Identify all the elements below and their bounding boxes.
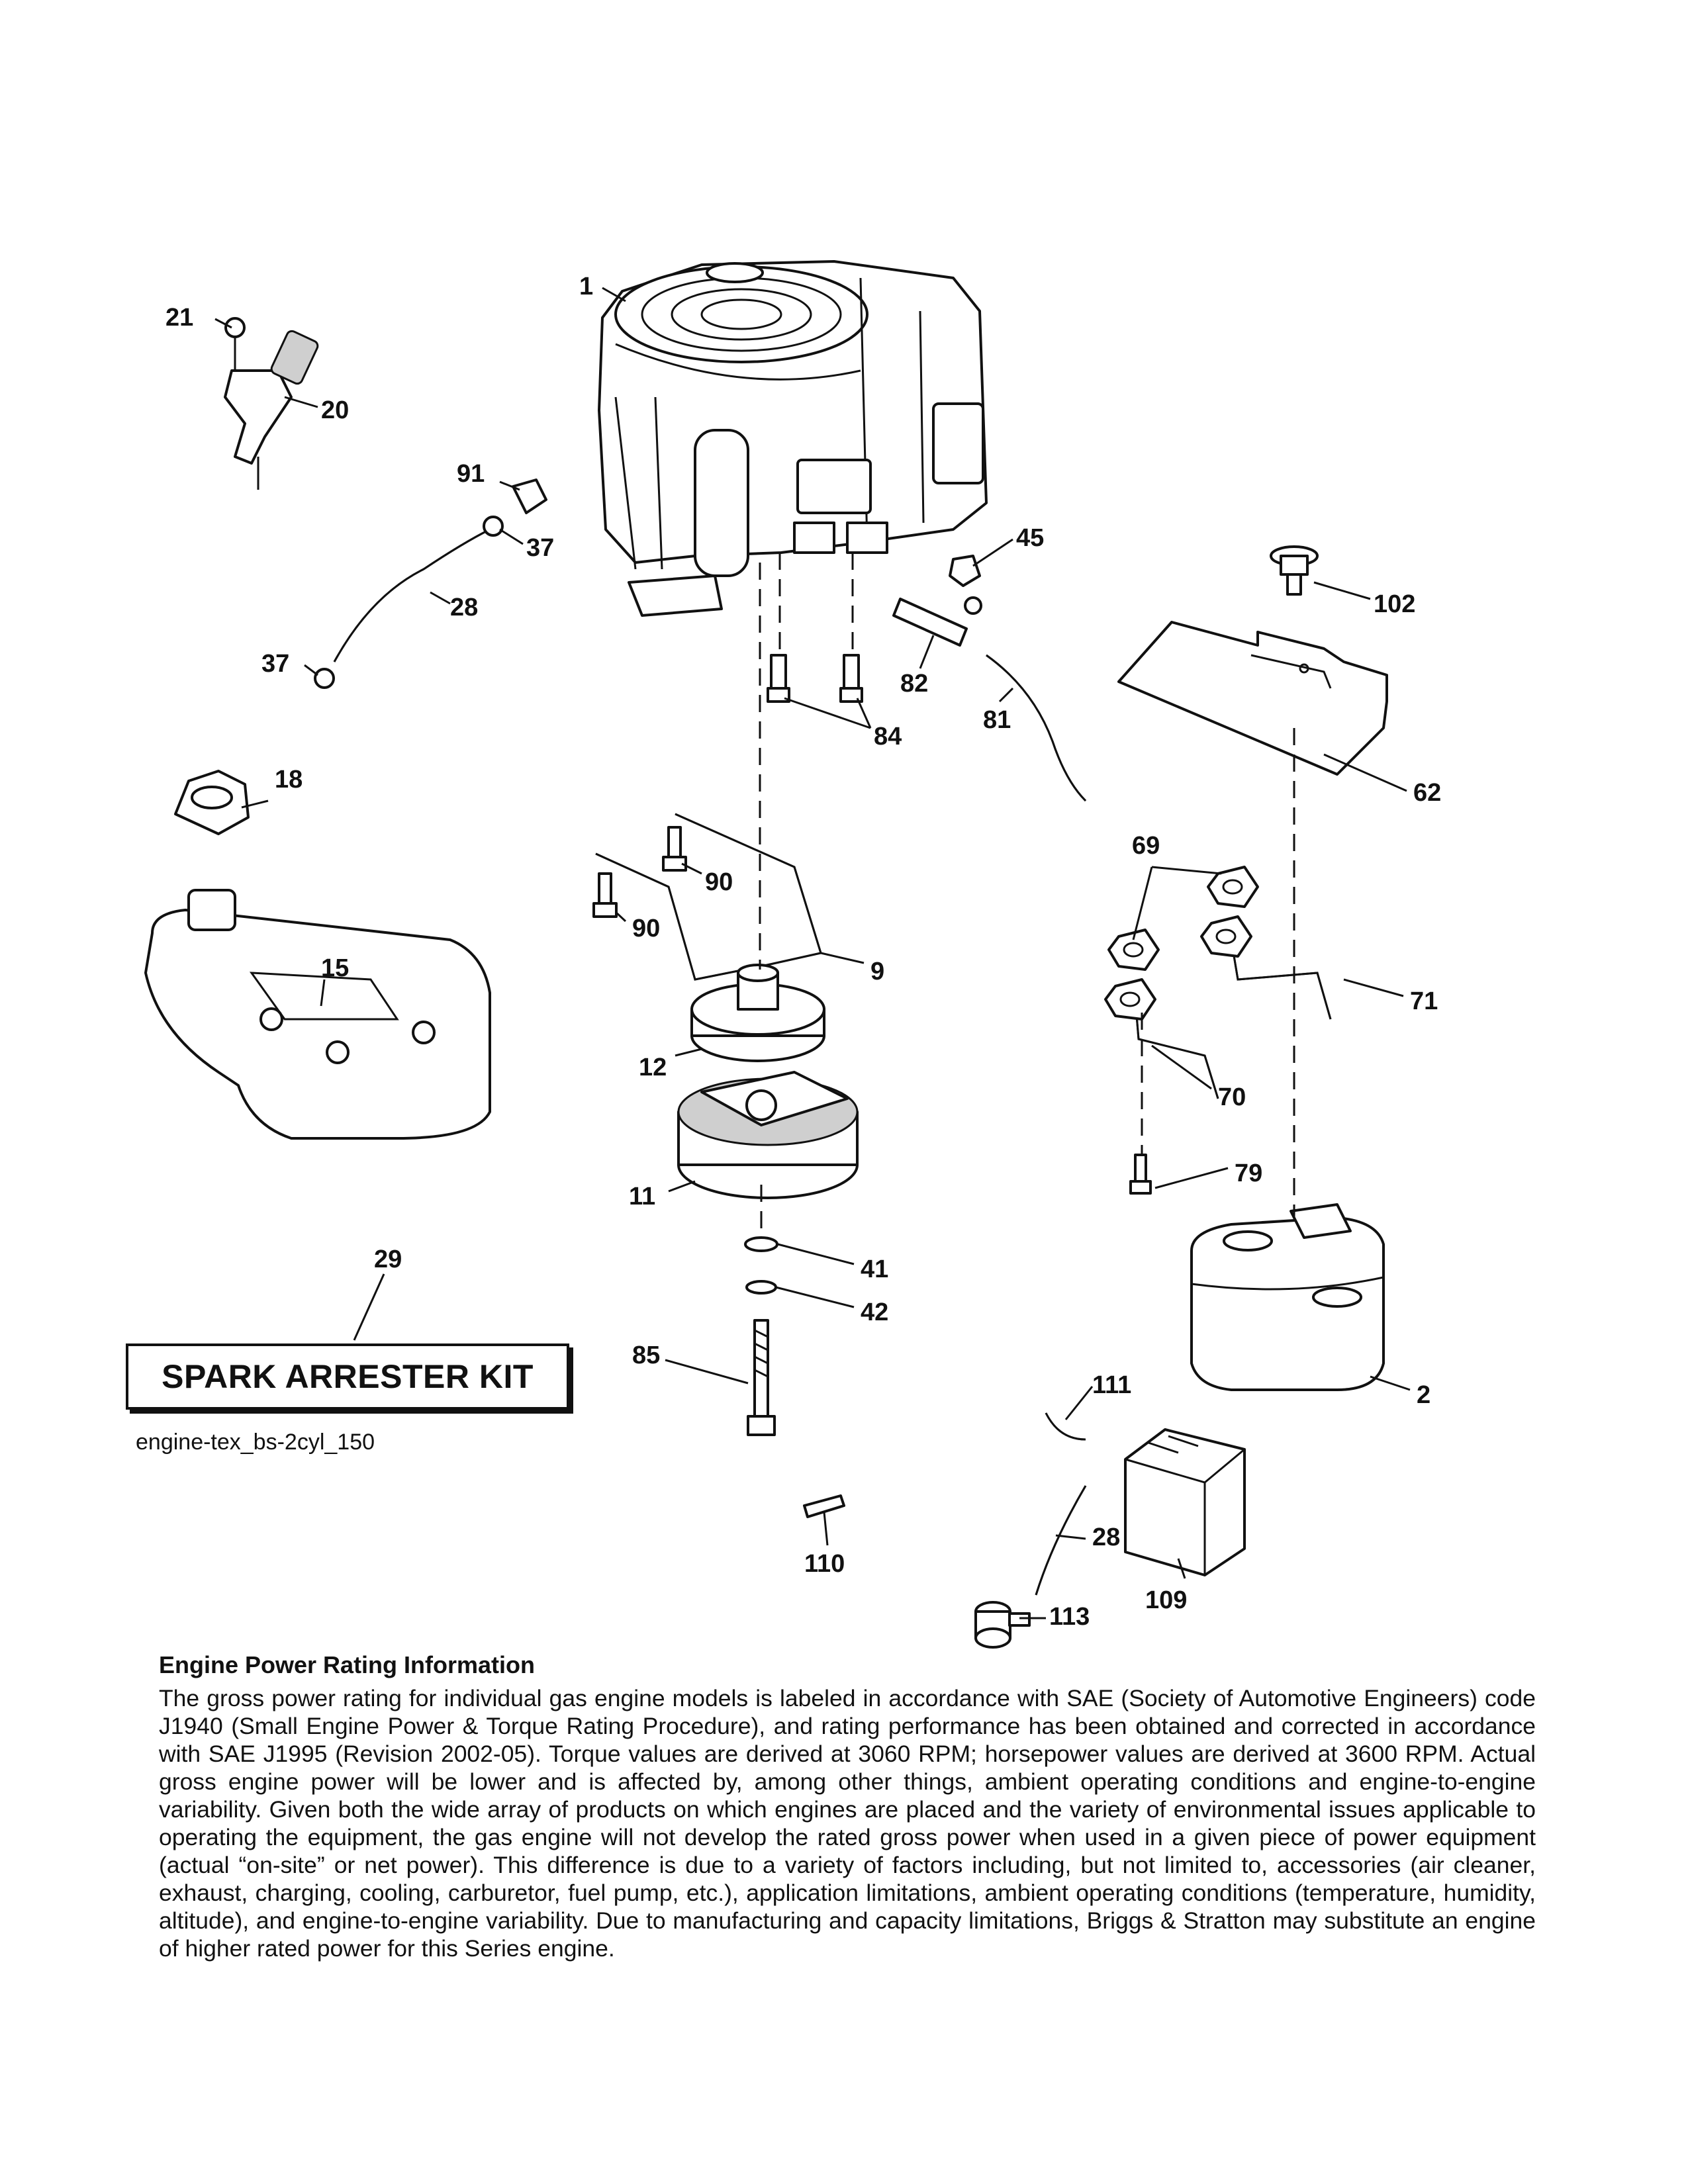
bracket-9-part: [595, 813, 822, 981]
callout-20: 20: [321, 396, 349, 424]
callout-15: 15: [321, 954, 349, 982]
screw-90-part: [592, 826, 687, 918]
spark-arrester-kit-label: SPARK ARRESTER KIT: [162, 1358, 534, 1395]
exhaust-pipe-71-part: [1200, 915, 1332, 1020]
engine-part: [598, 260, 988, 617]
washer-42-part: [745, 1280, 777, 1295]
callout-111: 111: [1092, 1371, 1131, 1399]
pulley-12-part: [690, 964, 825, 1062]
callout-28-lower: 28: [1092, 1524, 1120, 1551]
callout-82: 82: [900, 670, 928, 698]
callout-37-upper: 37: [526, 534, 554, 562]
callout-18: 18: [275, 766, 303, 794]
throttle-control-part: [224, 330, 319, 490]
callout-81: 81: [983, 706, 1011, 734]
screw-21-part: [224, 317, 246, 371]
fuel-cap-18-part: [174, 770, 250, 835]
callout-79: 79: [1235, 1160, 1262, 1187]
clamp-37-part: [314, 516, 504, 689]
hose-81-part: [986, 654, 1087, 802]
callout-90-upper: 90: [705, 868, 733, 896]
callout-70: 70: [1218, 1083, 1246, 1111]
callout-102: 102: [1374, 590, 1415, 618]
callout-29: 29: [374, 1246, 402, 1273]
diagram-id-label: engine-tex_bs-2cyl_150: [136, 1430, 375, 1455]
callout-45: 45: [1016, 524, 1044, 552]
callout-21: 21: [165, 304, 193, 332]
gasket-69-part: [1107, 866, 1259, 971]
callout-110: 110: [804, 1550, 845, 1578]
fitting-82-part: [892, 596, 982, 647]
callout-42: 42: [861, 1298, 888, 1326]
fuel-line-28-lower-part: [1035, 1485, 1087, 1596]
callout-1: 1: [579, 273, 593, 300]
callout-91: 91: [457, 460, 485, 488]
screw-79-part: [1129, 1154, 1152, 1195]
callout-labels: 1 21 20 91 37 28 37 45 82 81 84 102 62 1…: [165, 273, 1441, 1631]
hose-111-part: [1045, 1412, 1086, 1441]
callout-28-upper: 28: [450, 594, 478, 621]
rating-body: The gross power rating for individual ga…: [159, 1685, 1536, 1962]
callout-37-lower: 37: [261, 650, 289, 678]
leader-lines: [214, 287, 1411, 1619]
callout-84: 84: [874, 723, 902, 751]
pto-clutch-11-part: [677, 1071, 859, 1199]
elbow-fitting-91-part: [512, 478, 547, 514]
callout-113: 113: [1049, 1603, 1090, 1631]
spark-arrester-kit-box: SPARK ARRESTER KIT: [126, 1343, 569, 1410]
nut-45-part: [949, 555, 981, 587]
callout-71: 71: [1410, 987, 1438, 1015]
muffler-2-part: [1190, 1203, 1385, 1391]
fuel-line-28-part: [333, 528, 491, 662]
connector-110-part: [803, 1494, 845, 1518]
heat-shield-62-part: [1117, 621, 1388, 776]
screw-84-part: [767, 654, 863, 703]
fuel-filter-109-part: [1124, 1428, 1246, 1576]
callout-62: 62: [1413, 779, 1441, 807]
shutoff-valve-113-part: [974, 1601, 1031, 1649]
callout-85: 85: [632, 1342, 660, 1369]
callout-90-lower: 90: [632, 915, 660, 942]
center-lines: [759, 553, 1295, 1238]
washer-41-part: [744, 1236, 778, 1252]
callout-109: 109: [1145, 1586, 1187, 1614]
callout-2: 2: [1417, 1381, 1430, 1409]
callout-41: 41: [861, 1255, 888, 1283]
rating-title: Engine Power Rating Information: [159, 1651, 536, 1678]
knob-102-part: [1270, 545, 1319, 596]
callout-12: 12: [639, 1054, 667, 1081]
callout-11: 11: [629, 1183, 655, 1210]
exhaust-pipe-70-part: [1104, 978, 1219, 1099]
bolt-85-part: [747, 1319, 776, 1436]
fuel-tank-15-part: [144, 889, 491, 1140]
callout-69: 69: [1132, 832, 1160, 860]
parts-diagram: 1 21 20 91 37 28 37 45 82 81 84 102 62 1…: [144, 260, 1441, 1649]
callout-9: 9: [870, 958, 884, 985]
